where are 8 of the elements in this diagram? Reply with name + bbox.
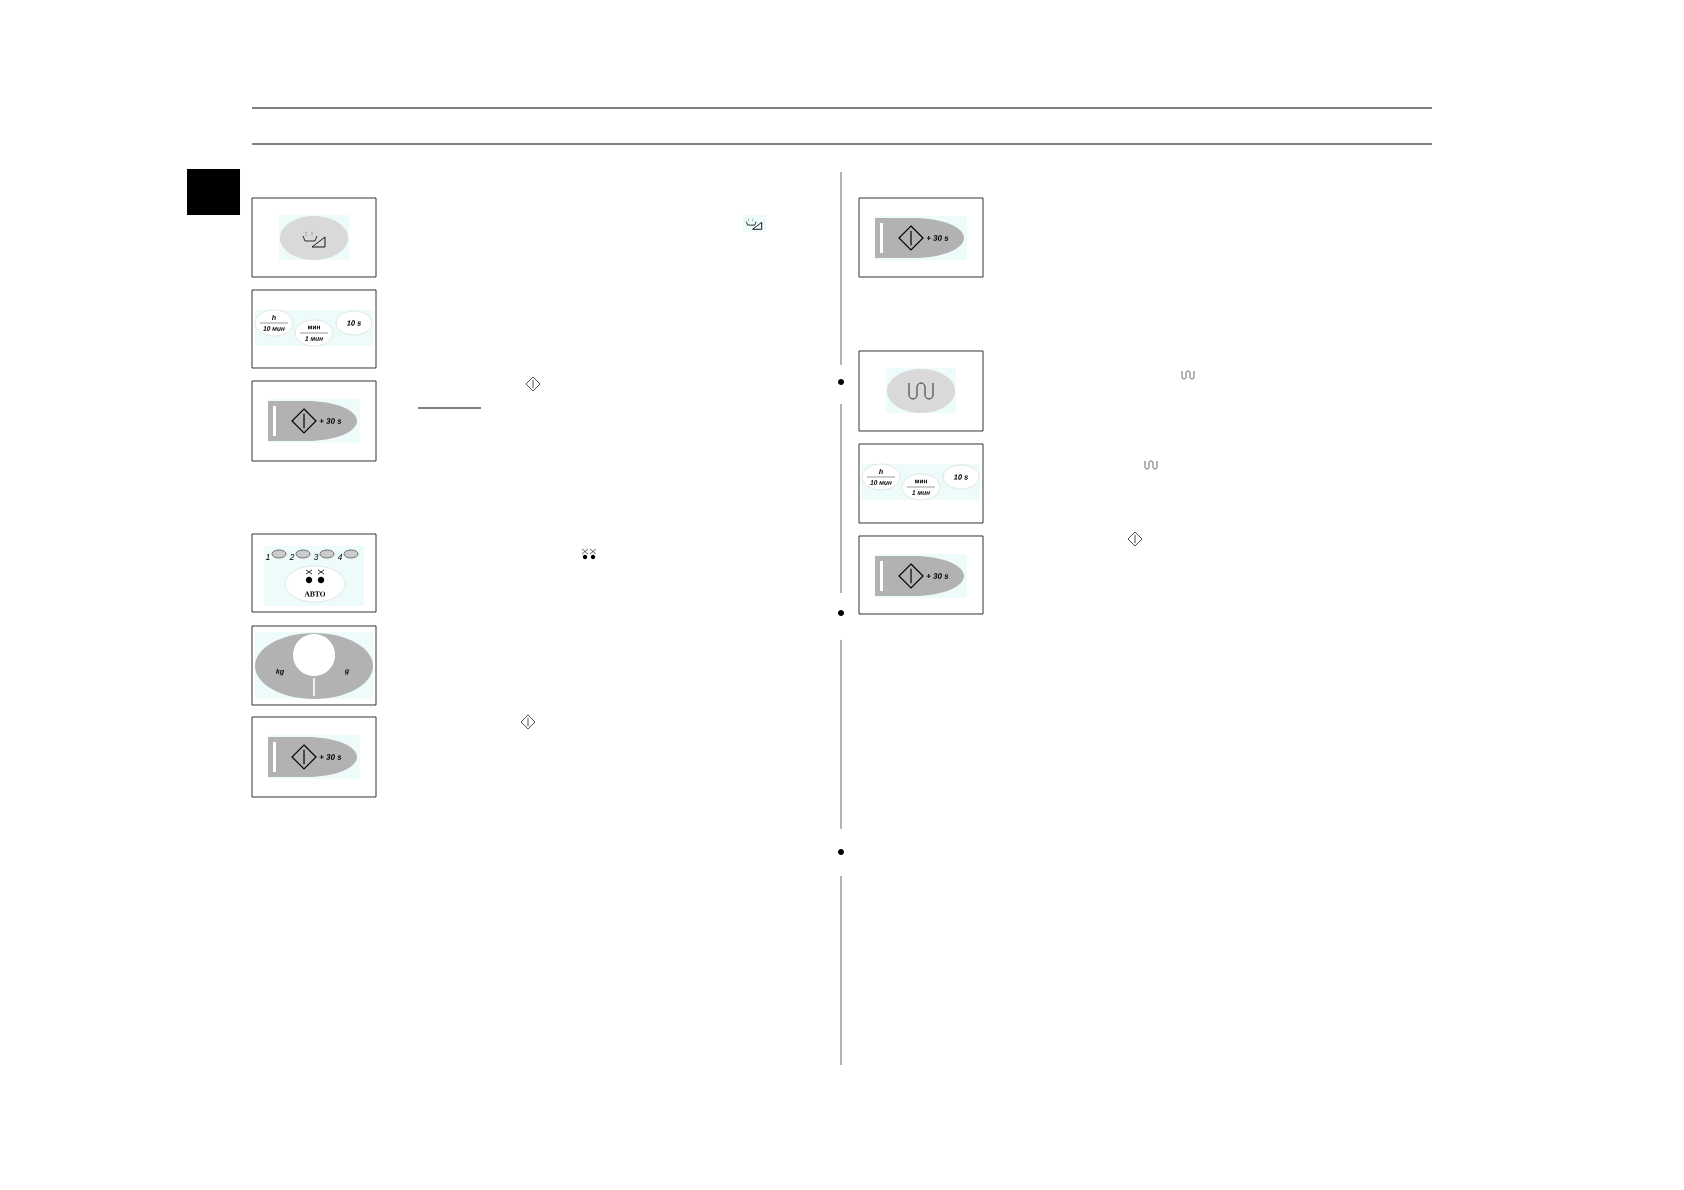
start-button: + 30 s xyxy=(268,737,357,777)
food-category: 1 xyxy=(265,549,287,560)
start-button: + 30 s xyxy=(268,401,357,441)
food-category: 2 xyxy=(289,549,311,560)
food-category: 3 xyxy=(313,549,335,560)
start-button: + 30 s xyxy=(875,556,964,596)
start-button: + 30 s xyxy=(875,218,964,258)
food-category: 4 xyxy=(337,549,359,560)
